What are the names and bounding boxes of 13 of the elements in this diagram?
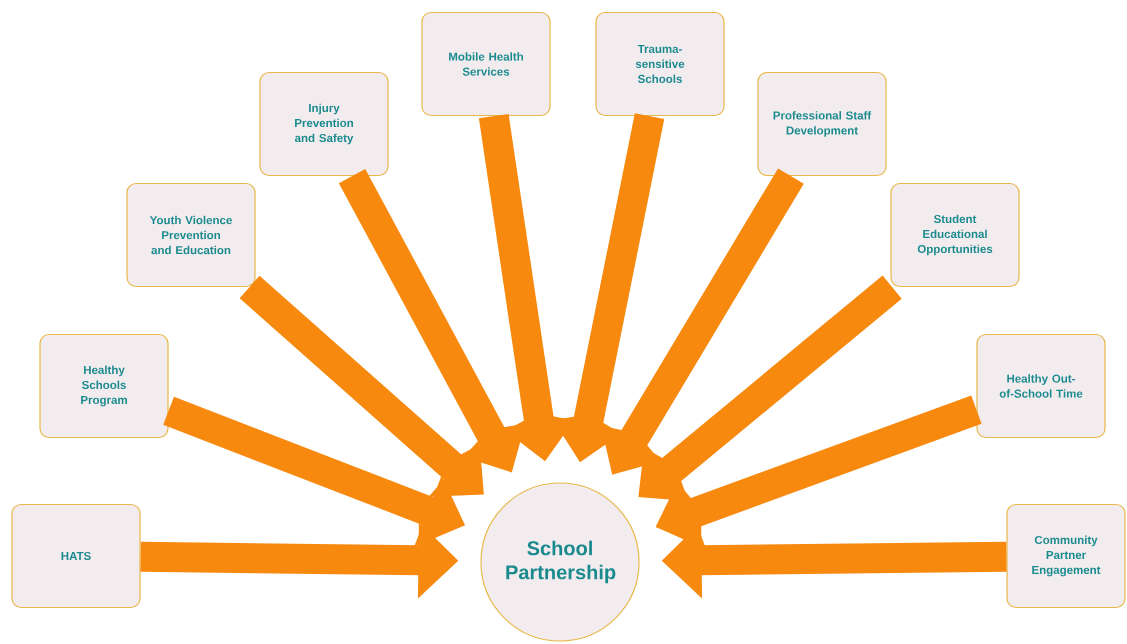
arrow	[239, 275, 484, 497]
process-box: Community Partner Engagement	[1006, 503, 1126, 609]
process-box: Trauma-sensitive Schools	[595, 11, 725, 117]
process-box: Youth Violence Prevention and Education	[126, 182, 256, 288]
process-box: Mobile Health Services	[421, 11, 551, 117]
process-box: Healthy Schools Program	[39, 333, 169, 439]
process-box: Injury Prevention and Safety	[259, 71, 389, 177]
process-box: Healthy Out-of-School Time	[976, 333, 1106, 439]
process-box: Professional Staff Development	[757, 71, 887, 177]
process-box: HATS	[11, 503, 141, 609]
circle-node: School Partnership	[480, 482, 640, 642]
process-box: Student Educational Opportunities	[890, 182, 1020, 288]
arrow	[638, 275, 902, 502]
